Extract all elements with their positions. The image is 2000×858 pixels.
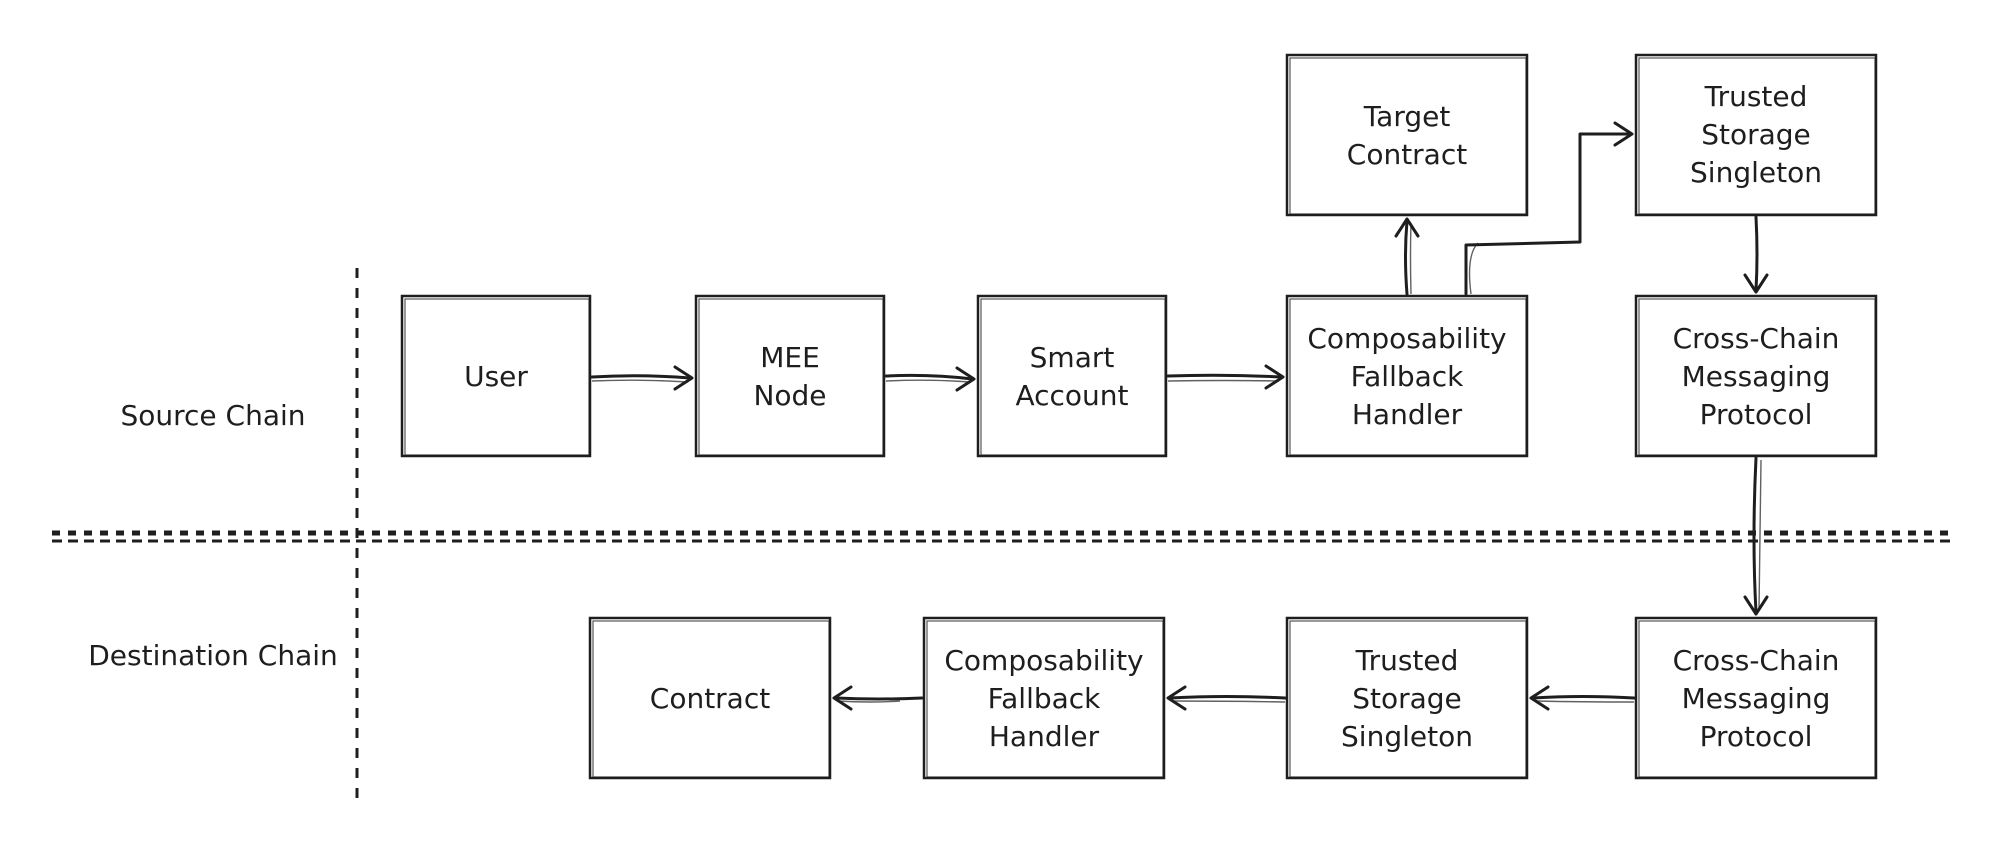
node-destination-composability-fallback-handler: Composability Fallback Handler (922, 616, 1166, 780)
node-source-trusted-storage-singleton: Trusted Storage Singleton (1634, 53, 1878, 217)
node-mee-node: MEE Node (694, 294, 886, 458)
node-label: Target (1363, 100, 1451, 133)
node-label: Messaging (1682, 360, 1831, 393)
arrow-user-to-mee-node (590, 365, 694, 391)
node-label: Composability (944, 644, 1143, 677)
node-label: Fallback (988, 682, 1102, 715)
destination-chain-label: Destination Chain (88, 639, 338, 672)
node-source-cross-chain-messaging-protocol: Cross-Chain Messaging Protocol (1634, 294, 1878, 458)
arrow-dst-fallback-handler-to-contract (832, 685, 924, 711)
node-label: Cross-Chain (1673, 322, 1840, 355)
node-contract: Contract (588, 616, 832, 780)
arrow-storage-to-messaging-protocol (1743, 215, 1769, 294)
node-label: Composability (1307, 322, 1506, 355)
source-chain-label: Source Chain (120, 399, 305, 432)
node-label: Handler (989, 720, 1100, 753)
node-label: Storage (1352, 682, 1462, 715)
node-source-composability-fallback-handler: Composability Fallback Handler (1285, 294, 1529, 458)
arrow-dst-messaging-to-storage (1529, 685, 1636, 711)
node-target-contract: Target Contract (1285, 53, 1529, 217)
node-smart-account: Smart Account (976, 294, 1168, 458)
node-destination-cross-chain-messaging-protocol: Cross-Chain Messaging Protocol (1634, 616, 1878, 780)
node-label: Node (753, 379, 826, 412)
node-label: Smart (1030, 341, 1115, 374)
arrow-fallback-handler-to-storage-singleton (1464, 121, 1634, 296)
node-label: Contract (1347, 138, 1467, 171)
node-label: Protocol (1700, 398, 1813, 431)
arrow-fallback-handler-to-target-contract (1394, 217, 1420, 296)
node-label: Account (1015, 379, 1128, 412)
node-label: Handler (1352, 398, 1463, 431)
arrow-dst-storage-to-fallback-handler (1166, 685, 1287, 711)
arrow-cross-chain-message (1743, 456, 1769, 616)
node-label: Storage (1701, 118, 1811, 151)
node-label: Protocol (1700, 720, 1813, 753)
node-label: User (464, 360, 528, 393)
node-label: Trusted (1355, 644, 1459, 677)
node-label: Trusted (1704, 80, 1808, 113)
node-label: Fallback (1351, 360, 1465, 393)
node-label: Cross-Chain (1673, 644, 1840, 677)
node-label: Contract (650, 682, 770, 715)
node-label: Singleton (1690, 156, 1822, 189)
node-label: MEE (760, 341, 820, 374)
node-label: Singleton (1341, 720, 1473, 753)
arrow-mee-node-to-smart-account (884, 366, 976, 392)
arrow-smart-account-to-fallback-handler (1166, 364, 1285, 390)
node-user: User (400, 294, 592, 458)
node-label: Messaging (1682, 682, 1831, 715)
node-destination-trusted-storage-singleton: Trusted Storage Singleton (1285, 616, 1529, 780)
